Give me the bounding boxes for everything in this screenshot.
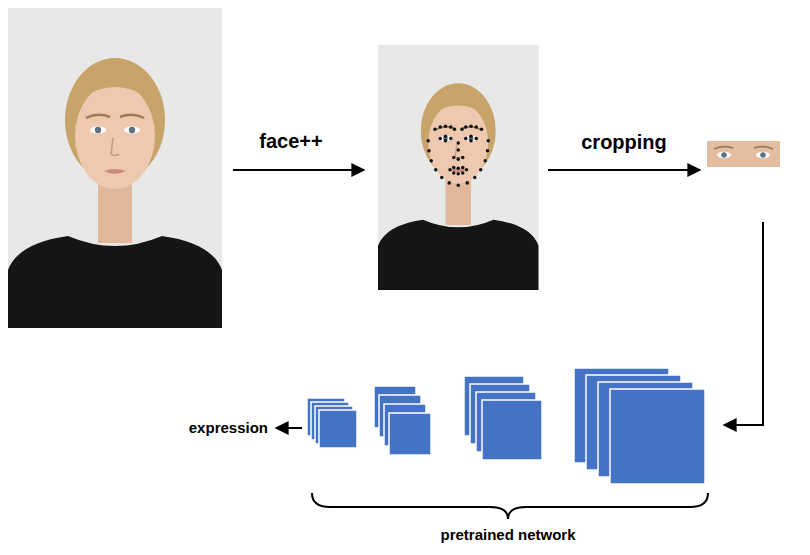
landmark-dots (480, 127, 483, 131)
eye-crop (714, 147, 733, 149)
landmark-dots (439, 125, 442, 129)
flow-arrows (724, 222, 763, 425)
landmark-dots (464, 125, 467, 129)
landmark-dots (464, 137, 467, 141)
landmark-dots (469, 124, 472, 128)
flow-arrows (276, 427, 302, 429)
flow-arrows (233, 169, 364, 171)
landmark-dots (452, 166, 455, 170)
landmark-dots (475, 125, 478, 129)
landmark-dots (461, 166, 464, 170)
curly-bracket (312, 493, 708, 519)
landmark-dots (473, 176, 476, 180)
landmark-dots (430, 159, 433, 163)
landmark-dots (487, 139, 490, 143)
output-label: expression (189, 419, 268, 436)
network-layers (482, 400, 542, 460)
landmark-dots (449, 125, 452, 129)
portrait-photo (8, 8, 222, 328)
landmark-dots (465, 168, 468, 172)
eye-crop (756, 152, 770, 158)
landmark-dots (460, 127, 463, 131)
landmark-dots (457, 167, 460, 171)
flow-arrows (548, 169, 700, 171)
landmark-dots (457, 148, 460, 152)
landmark-dots (433, 127, 436, 131)
bracket-label: pretrained network (440, 526, 575, 543)
landmark-dots (444, 134, 447, 138)
landmark-dots (427, 149, 430, 153)
portrait-photo (8, 8, 222, 328)
landmark-dots (484, 159, 487, 163)
landmark-dots (427, 139, 430, 143)
landmark-dots (457, 183, 460, 187)
landmark-dots (448, 168, 451, 172)
arrow-label: cropping (581, 131, 667, 154)
landmark-dots (457, 172, 460, 176)
network-layers (610, 389, 705, 484)
network-layers (389, 413, 431, 455)
landmark-dots (469, 134, 472, 138)
landmark-dots (461, 171, 464, 175)
arrow-label: face++ (259, 130, 322, 153)
landmark-dots (439, 137, 442, 141)
landmark-dots (434, 168, 437, 172)
landmark-dots (440, 176, 443, 180)
eye-crop (760, 152, 766, 158)
landmark-dots (475, 137, 478, 141)
network-layers (307, 368, 705, 484)
landmark-dots (466, 181, 469, 185)
landmark-dots (452, 171, 455, 175)
landmark-dots (427, 124, 490, 187)
landmark-dots (461, 156, 464, 160)
landmark-dots (444, 124, 447, 128)
landmark-photo (378, 45, 539, 290)
landmark-dots (449, 137, 452, 141)
eye-crop (721, 152, 727, 158)
landmark-dots (457, 157, 460, 161)
eye-crop (754, 147, 773, 149)
landmark-dots (469, 139, 472, 143)
landmark-dots (457, 141, 460, 145)
eye-crop (717, 152, 731, 158)
eye-crop (707, 141, 780, 167)
eye-crop (707, 141, 780, 167)
landmark-dots (444, 139, 447, 143)
landmark-dots (486, 149, 489, 153)
landmark-dots (453, 127, 456, 131)
landmark-dots (448, 181, 451, 185)
landmark-photo (378, 45, 539, 290)
landmark-dots (479, 168, 482, 172)
network-layers (319, 410, 357, 448)
landmark-dots (452, 156, 455, 160)
